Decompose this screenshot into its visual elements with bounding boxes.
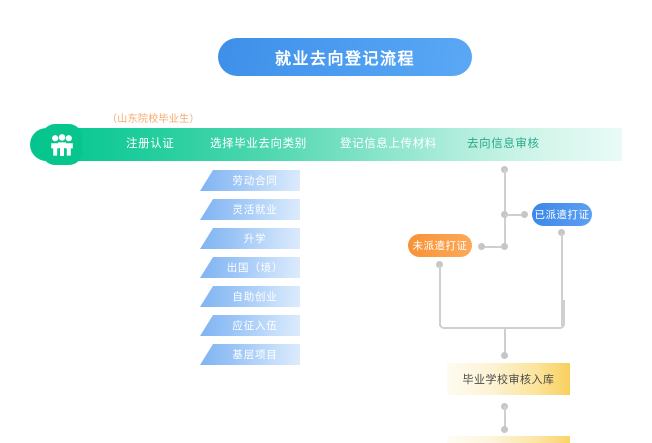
connector-dot <box>501 243 508 250</box>
step-label-upload-materials[interactable]: 登记信息上传材料 <box>340 138 437 150</box>
connector-dot <box>501 426 508 433</box>
status-pill-dispatched[interactable]: 已派遣打证 <box>532 203 592 226</box>
connector-merge-left-corner <box>438 300 507 329</box>
category-shape <box>200 199 300 220</box>
page-title-pill: 就业去向登记流程 <box>218 38 472 76</box>
page-title: 就业去向登记流程 <box>274 51 415 68</box>
connector-below-review <box>503 406 506 428</box>
category-label: 出国（境） <box>226 262 284 274</box>
connector-merge-down <box>503 327 506 353</box>
step-label-register[interactable]: 注册认证 <box>126 138 175 150</box>
status-pill-label: 未派遣打证 <box>412 240 468 252</box>
connector-dot <box>436 261 443 268</box>
category-item[interactable]: 灵活就业 <box>200 199 300 220</box>
category-label: 应征入伍 <box>232 320 278 332</box>
status-pill-label: 已派遣打证 <box>534 209 590 221</box>
category-item[interactable]: 自助创业 <box>200 286 300 307</box>
category-item[interactable]: 应征入伍 <box>200 315 300 336</box>
connector-merge-right-corner <box>504 300 565 329</box>
connector-dot <box>501 211 508 218</box>
stepbar-sub-caption: （山东院校毕业生） <box>107 114 200 125</box>
next-step-box-cutoff[interactable] <box>447 436 570 443</box>
review-box-school-archive[interactable]: 毕业学校审核入库 <box>447 363 570 395</box>
process-step-labels: 注册认证 选择毕业去向类别 登记信息上传材料 去向信息审核 <box>30 128 622 161</box>
category-item[interactable]: 基层项目 <box>200 344 300 365</box>
category-label: 自助创业 <box>232 291 278 303</box>
connector-dot <box>521 211 528 218</box>
connector-dot <box>478 243 485 250</box>
connector-dot <box>558 229 565 236</box>
category-shape <box>200 228 300 249</box>
category-shape <box>200 257 300 278</box>
category-label: 劳动合同 <box>232 175 278 187</box>
step-label-destination-review[interactable]: 去向信息审核 <box>467 138 540 150</box>
connector-to-undispatched <box>484 246 502 248</box>
category-label: 基层项目 <box>232 349 278 361</box>
category-shape <box>200 344 300 365</box>
process-step-bar <box>30 128 622 161</box>
category-item[interactable]: 升学 <box>200 228 300 249</box>
status-pill-undispatched[interactable]: 未派遣打证 <box>408 234 472 257</box>
category-shape <box>200 315 300 336</box>
category-label: 灵活就业 <box>232 204 278 216</box>
category-label: 升学 <box>243 233 267 245</box>
category-shape <box>200 170 300 191</box>
step-label-select-category[interactable]: 选择毕业去向类别 <box>210 138 307 150</box>
review-box-label: 毕业学校审核入库 <box>462 374 555 386</box>
connector-to-dispatched <box>505 214 522 216</box>
connector-trunk-vertical <box>503 169 506 247</box>
category-item[interactable]: 出国（境） <box>200 257 300 278</box>
people-group-icon <box>42 124 82 165</box>
connector-dot <box>501 352 508 359</box>
connector-undispatched-down <box>438 265 441 326</box>
connector-dispatched-down <box>560 233 563 326</box>
category-list: 劳动合同 灵活就业 升学 出国（境） 自助创业 应征入伍 基层项目 <box>200 170 305 373</box>
category-item[interactable]: 劳动合同 <box>200 170 300 191</box>
category-shape <box>200 286 300 307</box>
